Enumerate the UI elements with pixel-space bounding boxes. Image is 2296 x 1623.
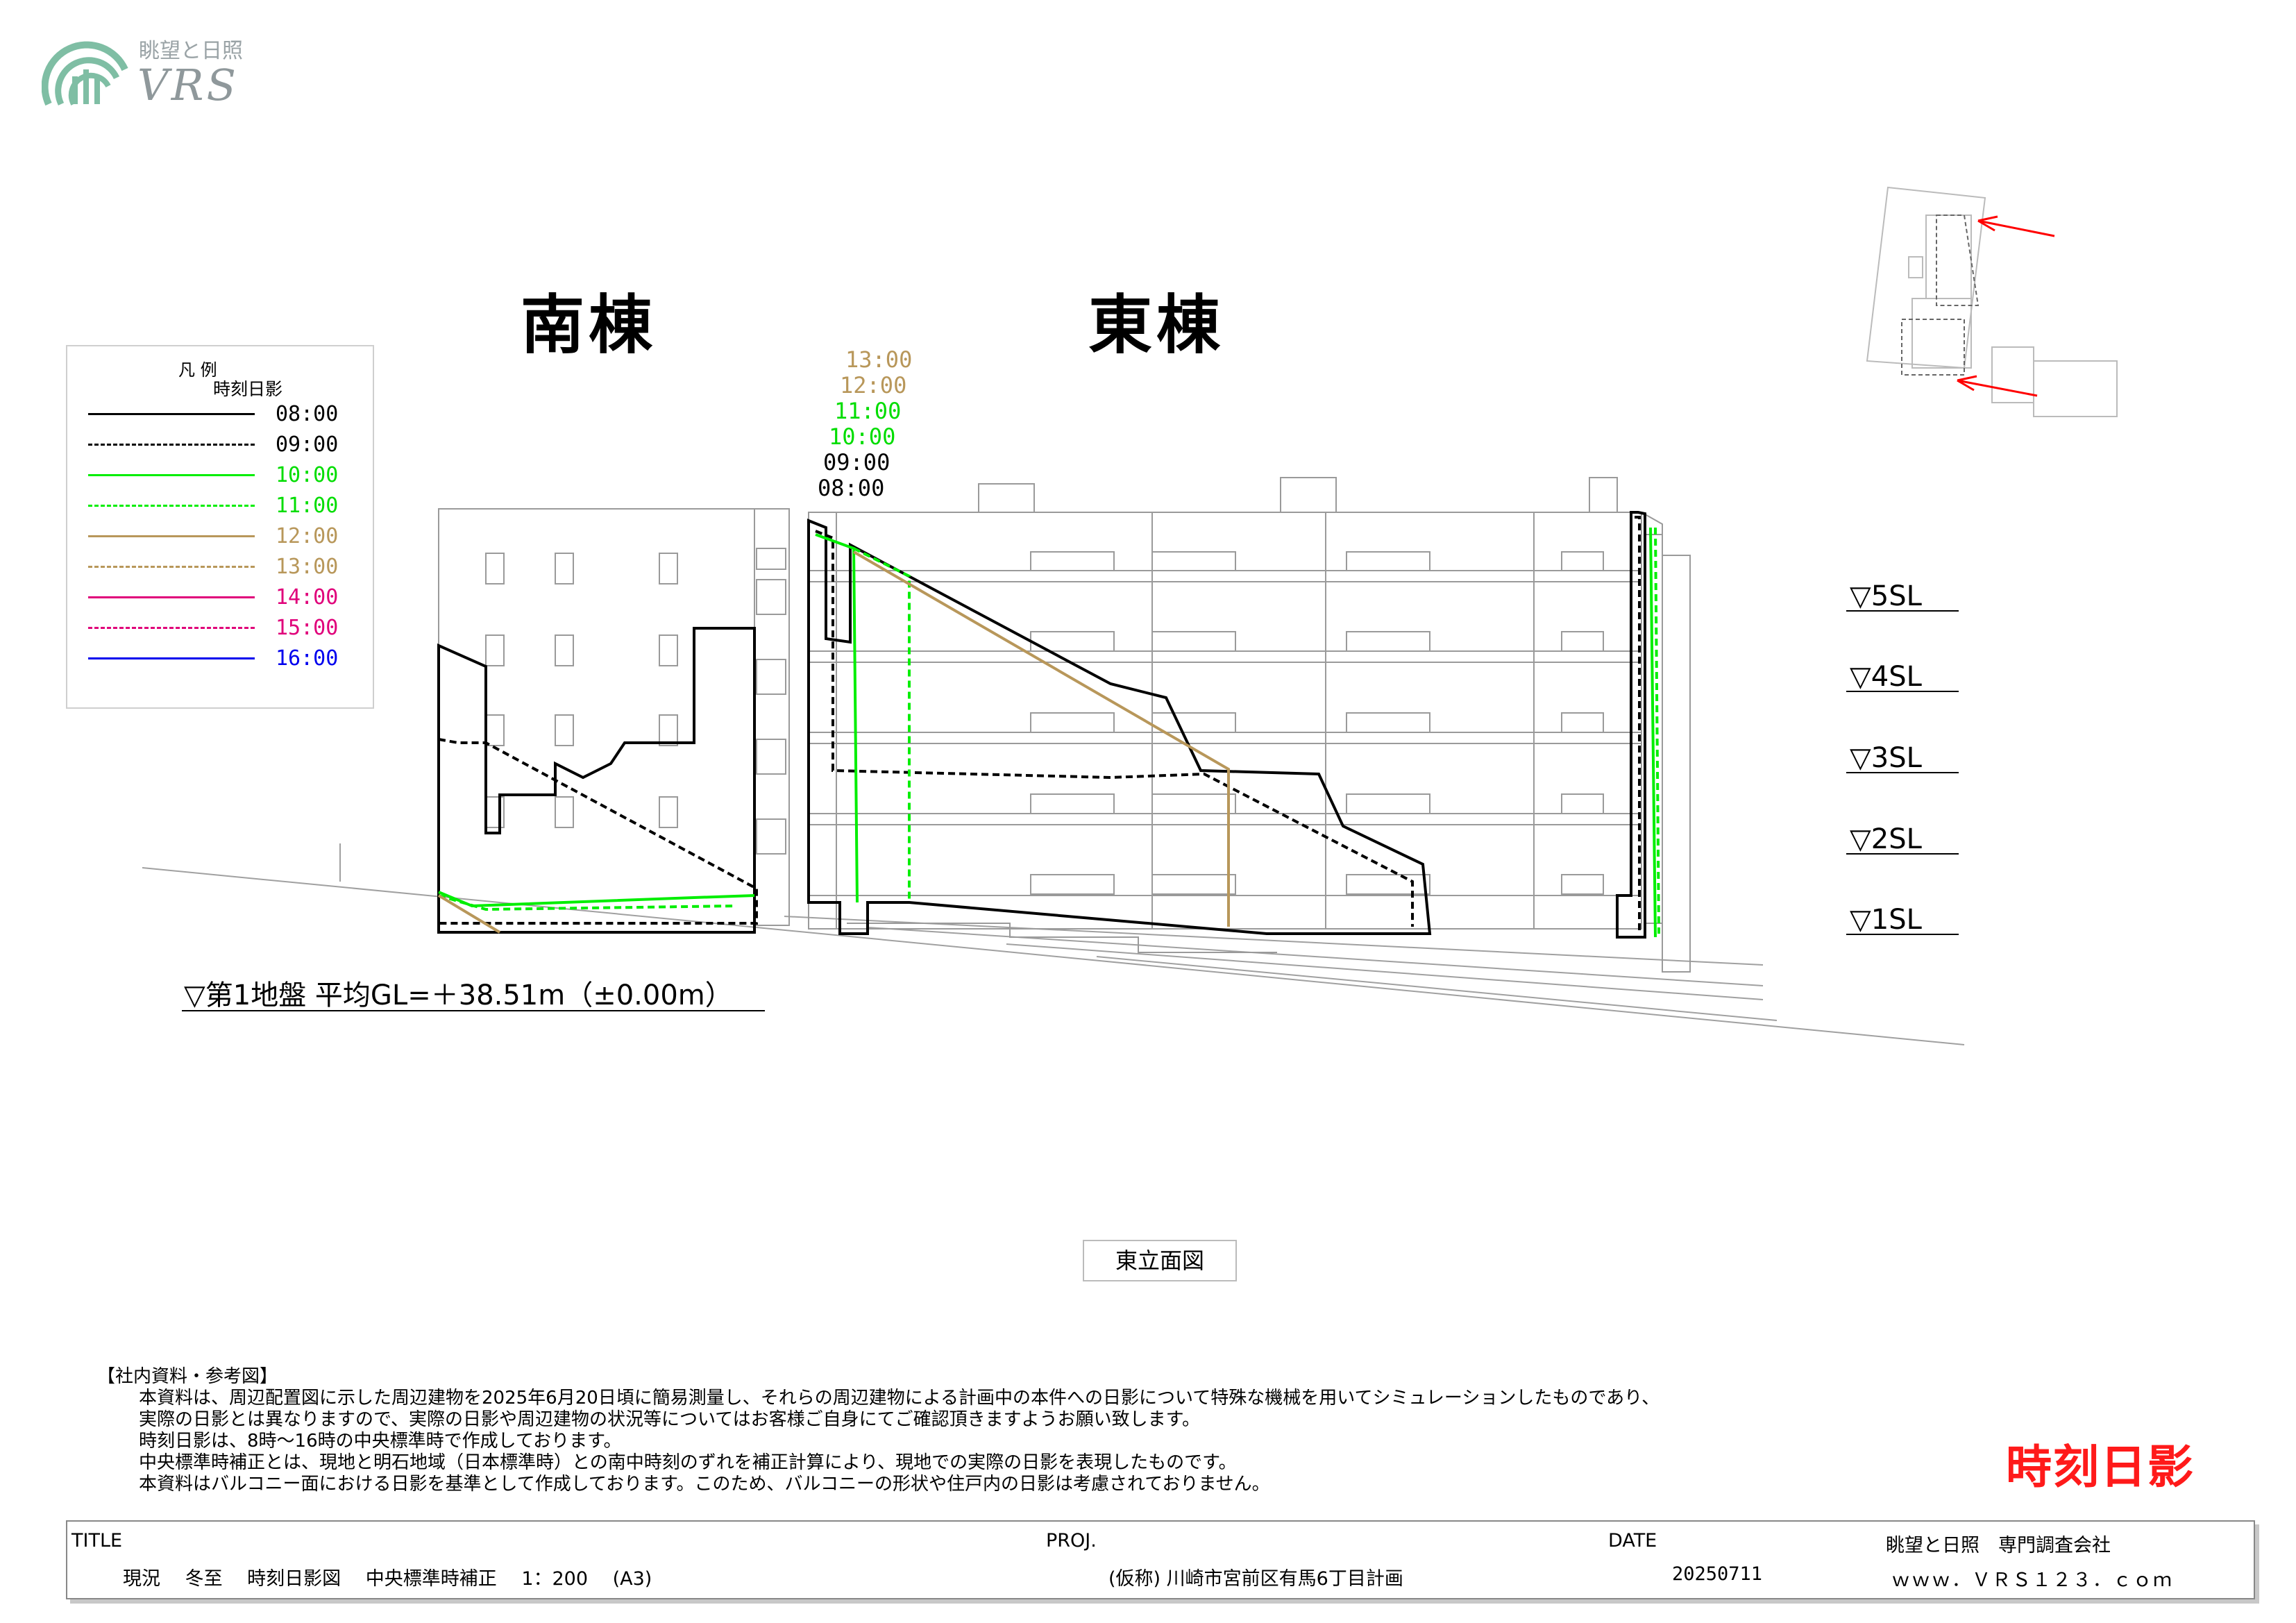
terrain-lines	[142, 843, 1965, 1045]
east-building-heading: 東棟	[1088, 288, 1224, 362]
south-building-windows	[485, 553, 678, 828]
legend-item-0900: 09:00	[88, 431, 366, 459]
floor-level-markers: ▽5SL ▽4SL ▽3SL ▽2SL ▽1SL	[1846, 580, 1959, 936]
brand-tagline: 眺望と日照	[139, 39, 243, 63]
shadow-1000-south	[438, 891, 755, 908]
legend-item-1200: 12:00	[88, 523, 366, 550]
shadow-type-stamp: 時刻日影	[2006, 1440, 2195, 1494]
key-plan-arrows	[1957, 215, 2055, 397]
shadow-0900-south	[438, 738, 758, 925]
east-shadows	[807, 511, 1660, 939]
legend-subtitle: 時刻日影	[213, 379, 283, 399]
notes-line: 実際の日影とは異なりますので、実際の日影や周辺建物の状況等についてはお客様ご自身…	[139, 1409, 1201, 1430]
shadow-0900-east	[815, 530, 1414, 927]
legend-item-1400: 14:00	[88, 584, 366, 612]
legend-item-1000: 10:00	[88, 462, 366, 489]
legend-item-0800: 08:00	[88, 401, 366, 428]
ground-level-label: ▽第1地盤 平均GL=＋38.51m（±0.00m）	[184, 979, 733, 1011]
floor-level-2sl: ▽2SL	[1850, 823, 1923, 855]
shadow-1100-east	[853, 547, 911, 902]
brand-name: VRS	[137, 60, 239, 110]
east-building-elevation	[808, 477, 1691, 973]
title-label: TITLE	[71, 1530, 123, 1551]
time-label-0900: 09:00	[823, 449, 890, 476]
legend-panel: 凡 例 時刻日影 08:00 09:00 10:00 11:00 12:00 1…	[66, 345, 374, 709]
date-value: 20250711	[1672, 1563, 1763, 1585]
south-building-heading: 南棟	[521, 288, 657, 362]
notes-line: 本資料はバルコニー面における日影を基準として作成しております。このため、バルコニ…	[139, 1474, 1270, 1495]
time-label-1000: 10:00	[829, 423, 895, 450]
shadow-1200-east	[852, 550, 1230, 927]
proj-label: PROJ.	[1046, 1530, 1097, 1551]
notes-section: 【社内資料・参考図】 本資料は、周辺配置図に示した周辺建物を2025年6月20日…	[97, 1366, 1971, 1495]
time-label-1200: 12:00	[840, 372, 906, 398]
floor-level-5sl: ▽5SL	[1850, 580, 1923, 612]
notes-line: 時刻日影は、8時～16時の中央標準時で作成しております。	[139, 1431, 622, 1452]
title-block: TITLE 現況 冬至 時刻日影図 中央標準時補正 1：200 (A3) PRO…	[66, 1520, 2255, 1599]
floor-level-1sl: ▽1SL	[1850, 904, 1923, 936]
notes-heading: 【社内資料・参考図】	[97, 1366, 278, 1387]
shadow-0800-east	[807, 519, 1432, 935]
south-shadows	[437, 627, 758, 934]
time-label-0800: 08:00	[818, 475, 884, 501]
proj-value: (仮称) 川崎市宮前区有馬6丁目計画	[1108, 1568, 1403, 1590]
shadow-1000-east-right	[1649, 527, 1657, 938]
date-label: DATE	[1608, 1530, 1657, 1551]
logo-icon	[42, 41, 128, 106]
east-building-piers	[836, 512, 1535, 929]
east-building-windows	[1030, 551, 1604, 895]
east-time-labels: 13:00 12:00 11:00 10:00 09:00 08:00	[818, 346, 912, 501]
legend-item-1300: 13:00	[88, 553, 366, 581]
legend-item-1500: 15:00	[88, 614, 366, 642]
time-label-1300: 13:00	[845, 346, 912, 373]
shadow-0900-east-right	[1635, 516, 1641, 930]
legend-item-1100: 11:00	[88, 492, 366, 520]
brand-logo: 眺望と日照 VRS	[42, 28, 264, 111]
floor-level-4sl: ▽4SL	[1850, 661, 1923, 693]
east-stairs	[847, 923, 1277, 953]
company-name: 眺望と日照 専門調査会社	[1886, 1535, 2111, 1556]
view-label: 東立面図	[1083, 1240, 1237, 1281]
shadow-0800-south	[437, 627, 756, 934]
shadow-0800-east-right	[1616, 511, 1646, 939]
company-website: ｗｗｗ．ＶＲＳ１２３．ｃｏｍ	[1891, 1570, 2173, 1591]
south-building-elevation	[438, 508, 790, 933]
notes-line: 本資料は、周辺配置図に示した周辺建物を2025年6月20日頃に簡易測量し、それら…	[139, 1388, 1660, 1408]
shadow-1200-south	[437, 894, 501, 934]
legend-item-1600: 16:00	[88, 645, 366, 673]
shadow-1100-south	[438, 894, 736, 911]
time-label-1100: 11:00	[834, 398, 901, 424]
title-value: 現況 冬至 時刻日影図 中央標準時補正 1：200 (A3)	[123, 1568, 652, 1590]
floor-level-3sl: ▽3SL	[1850, 742, 1923, 774]
legend-title: 凡 例	[178, 360, 217, 380]
shadow-1100-east-right	[1654, 527, 1660, 934]
key-plan	[1866, 186, 2118, 417]
notes-line: 中央標準時補正とは、現地と明石地域（日本標準時）との南中時刻のずれを補正計算によ…	[139, 1452, 1237, 1473]
